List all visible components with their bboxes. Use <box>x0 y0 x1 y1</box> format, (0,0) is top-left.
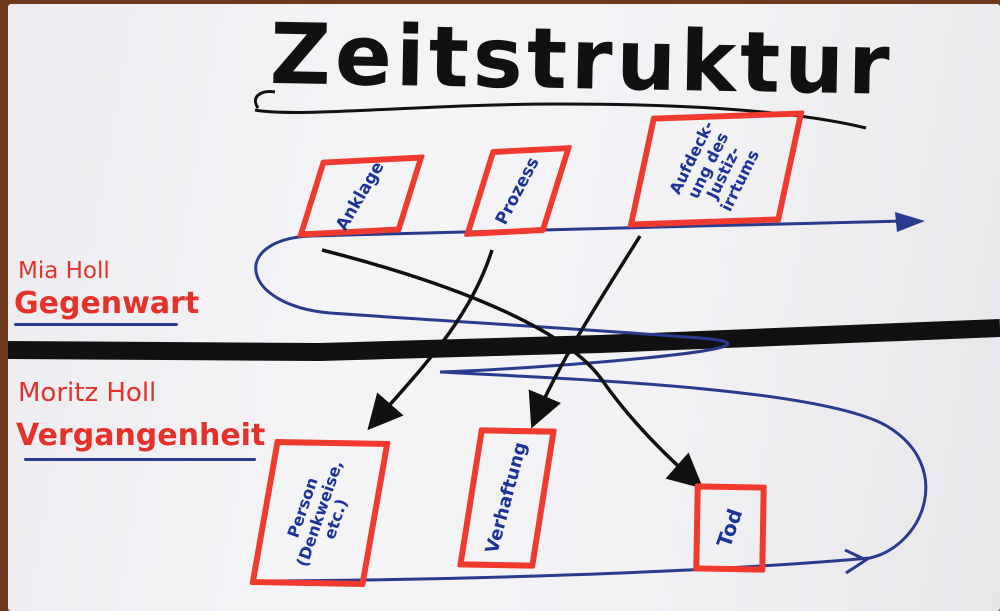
page-title: Zeitstruktur <box>269 4 895 114</box>
present-underline <box>14 323 178 326</box>
present-name: Mia Holl <box>18 258 110 284</box>
past-name: Moritz Holl <box>18 378 157 408</box>
box-aufdeckung-label: Aufdeck- ung des Justiz- irrtums <box>665 117 763 215</box>
box-person-label: Person (Denkweise, etc.) <box>284 457 352 569</box>
title-underline <box>254 102 867 130</box>
box-tod: Tod <box>693 483 767 573</box>
arrow-anklage-tod <box>321 248 704 489</box>
arrow-prozess-person <box>367 249 494 431</box>
timeline-arrow-top <box>895 212 925 232</box>
past-underline <box>24 458 256 461</box>
timeline-path <box>254 219 928 583</box>
box-anklage-label: Anklage <box>332 157 390 234</box>
past-label: Vergangenheit <box>16 418 266 453</box>
box-tod-label: Tod <box>712 505 748 551</box>
timeline-arrow-bottom <box>844 548 870 575</box>
arrow-aufdeckung-verhaftung <box>528 235 642 429</box>
box-prozess-label: Prozess <box>491 153 544 228</box>
box-aufdeckung: Aufdeck- ung des Justiz- irrtums <box>627 110 805 228</box>
present-label: Gegenwart <box>14 286 200 321</box>
box-verhaftung-label: Verhaftung <box>481 439 532 556</box>
separator-line <box>7 319 1000 362</box>
